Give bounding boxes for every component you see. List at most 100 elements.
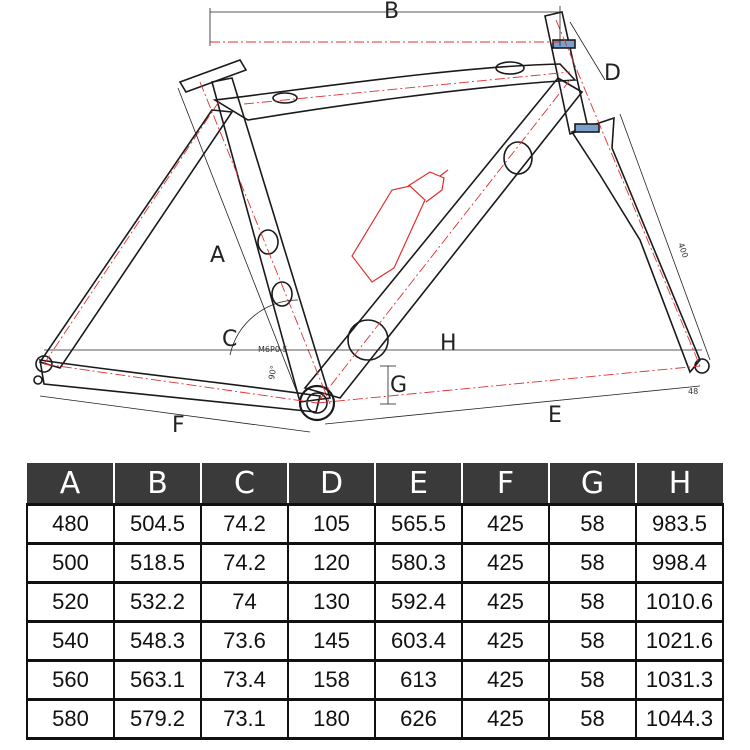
table-cell-h: 1010.6 — [635, 581, 724, 623]
column-header-e: E — [374, 463, 462, 505]
table-cell-f: 425 — [461, 542, 550, 584]
column-header-h: H — [635, 463, 723, 505]
table-cell-d: 145 — [287, 620, 376, 662]
dimension-lines — [39, 6, 711, 433]
table-cell-a: 480 — [26, 503, 115, 545]
table-cell-b: 532.2 — [113, 581, 202, 623]
front-dropout — [694, 358, 710, 374]
table-cell-d: 158 — [287, 659, 376, 701]
headset-cup — [552, 39, 576, 49]
table-cell-c: 73.6 — [200, 620, 289, 662]
column-header-d: D — [287, 463, 375, 505]
table-cell-h: 998.4 — [635, 542, 724, 584]
seat-post — [178, 59, 248, 93]
table-cell-b: 563.1 — [113, 659, 202, 701]
table-cell-h: 1031.3 — [635, 659, 724, 701]
table-cell-a: 520 — [26, 581, 115, 623]
dim-fork — [619, 113, 711, 361]
table-cell-e: 603.4 — [374, 620, 463, 662]
table-cell-f: 425 — [461, 659, 550, 701]
table-cell-a: 500 — [26, 542, 115, 584]
top-tube — [212, 63, 577, 121]
table-cell-g: 58 — [548, 503, 637, 545]
label-d: D — [604, 61, 621, 86]
label-c: C — [222, 327, 237, 352]
table-cell-d: 120 — [287, 542, 376, 584]
table-cell-f: 425 — [461, 620, 550, 662]
table-cell-d: 180 — [287, 698, 376, 740]
table-cell-d: 130 — [287, 581, 376, 623]
column-header-g: G — [548, 463, 636, 505]
table-cell-h: 1044.3 — [635, 698, 724, 740]
frame-outline — [33, 11, 710, 422]
junction-oval — [495, 61, 525, 75]
table-cell-e: 565.5 — [374, 503, 463, 545]
junction-oval — [272, 92, 298, 104]
bottom-bracket — [298, 384, 336, 422]
table-cell-g: 58 — [548, 581, 637, 623]
label-b: B — [384, 0, 399, 24]
dim-c-arc — [229, 299, 299, 356]
head-tube — [544, 11, 589, 136]
table-cell-h: 983.5 — [635, 503, 724, 545]
junction-oval — [271, 281, 293, 307]
table-cell-e: 580.3 — [374, 542, 463, 584]
chain-stay — [39, 359, 321, 413]
table-cell-g: 58 — [548, 542, 637, 584]
frame-geometry-diagram: A B C D E F G H 400 48 M6P0.5 90° — [33, 0, 711, 438]
table-cell-h: 1021.6 — [635, 620, 724, 662]
label-fork-length: 400 — [676, 242, 690, 259]
table-cell-c: 73.4 — [200, 659, 289, 701]
column-header-a: A — [27, 463, 114, 505]
down-tube — [303, 76, 584, 399]
column-header-f: F — [461, 463, 549, 505]
table-cell-g: 58 — [548, 698, 637, 740]
table-cell-d: 105 — [287, 503, 376, 545]
seat-tube — [211, 77, 332, 403]
table-cell-e: 592.4 — [374, 581, 463, 623]
table-cell-g: 58 — [548, 620, 637, 662]
table-cell-c: 74 — [200, 581, 289, 623]
table-cell-a: 540 — [26, 620, 115, 662]
bottle-and-cage — [351, 169, 449, 283]
table-cell-g: 58 — [548, 659, 637, 701]
table-cell-a: 580 — [26, 698, 115, 740]
seat-stay — [38, 109, 234, 369]
label-thread: M6P0.5 — [258, 345, 288, 354]
rear-dropout — [35, 355, 53, 373]
label-a: A — [210, 243, 225, 268]
rear-axle — [33, 375, 43, 385]
label-f: F — [172, 413, 185, 438]
table-cell-c: 73.1 — [200, 698, 289, 740]
label-angle: 90° — [267, 365, 278, 381]
table-cell-b: 504.5 — [113, 503, 202, 545]
label-h: H — [440, 331, 457, 356]
dim-a — [177, 87, 301, 401]
table-cell-f: 425 — [461, 581, 550, 623]
table-cell-f: 425 — [461, 503, 550, 545]
table-cell-a: 560 — [26, 659, 115, 701]
dim-d — [569, 21, 606, 81]
table-cell-e: 626 — [374, 698, 463, 740]
table-cell-c: 74.2 — [200, 542, 289, 584]
label-e: E — [548, 403, 562, 428]
table-cell-b: 548.3 — [113, 620, 202, 662]
centerlines — [43, 19, 701, 405]
column-header-b: B — [113, 463, 201, 505]
bottom-bracket-inner — [306, 392, 328, 414]
table-cell-f: 425 — [461, 698, 550, 740]
table-cell-b: 579.2 — [113, 698, 202, 740]
column-header-c: C — [200, 463, 288, 505]
junction-oval — [503, 141, 533, 175]
dim-e — [324, 385, 701, 425]
junction-oval — [257, 229, 279, 255]
label-bb-width: 48 — [688, 387, 698, 396]
